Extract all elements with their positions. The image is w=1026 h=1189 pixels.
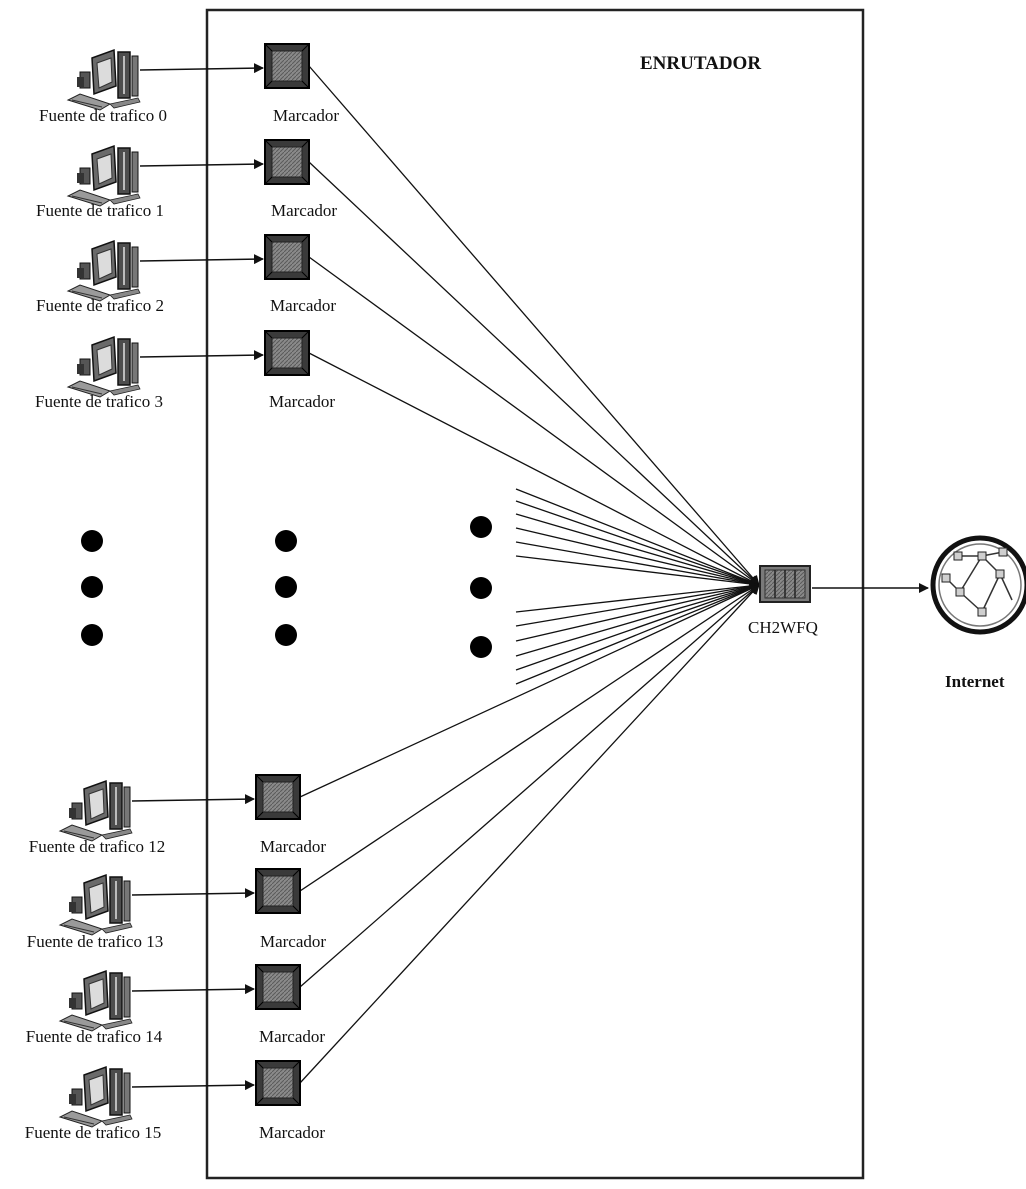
marker-label: Marcador [260,932,326,951]
source-label: Fuente de trafico 14 [26,1027,163,1046]
source-arrow [140,164,263,166]
marker-box-icon [265,44,309,88]
internet-node: Internet [933,538,1026,691]
source-arrow [140,68,263,70]
fan-line [516,585,759,670]
traffic-source-0: Fuente de trafico 0 Marcador [39,44,339,125]
traffic-source-5: Fuente de trafico 13 Marcador [27,869,327,951]
computer-icon [68,146,140,206]
marker-label: Marcador [269,392,335,411]
marker-box-icon [256,965,300,1009]
computer-icon [68,50,140,110]
internet-label: Internet [945,672,1005,691]
marker-box-icon [265,235,309,279]
marker-box-icon [256,775,300,819]
traffic-source-6: Fuente de trafico 14 Marcador [26,965,326,1046]
marker-label: Marcador [271,201,337,220]
fan-line [309,257,759,585]
source-label: Fuente de trafico 1 [36,201,164,220]
source-label: Fuente de trafico 13 [27,932,163,951]
source-arrow [132,893,254,895]
source-label: Fuente de trafico 3 [35,392,163,411]
fan-line [516,542,759,585]
traffic-source-7: Fuente de trafico 15 Marcador [25,1061,326,1142]
traffic-source-1: Fuente de trafico 1 Marcador [36,140,337,220]
computer-icon [60,971,132,1031]
network-globe-icon [933,538,1026,632]
marker-label: Marcador [273,106,339,125]
marker-box-icon [256,1061,300,1105]
source-arrow [132,989,254,991]
queue-icon [760,566,810,602]
traffic-source-4: Fuente de trafico 12 Marcador [29,775,327,856]
scheduler-node: CH2WFQ [748,566,818,637]
computer-icon [68,241,140,301]
ellipsis-dots [81,516,492,658]
marker-label: Marcador [260,837,326,856]
computer-icon [60,1067,132,1127]
computer-icon [68,337,140,397]
computer-icon [60,781,132,841]
source-label: Fuente de trafico 0 [39,106,167,125]
source-label: Fuente de trafico 15 [25,1123,161,1142]
fan-line [300,585,759,987]
source-label: Fuente de trafico 2 [36,296,164,315]
scheduler-label: CH2WFQ [748,618,818,637]
source-arrow [132,1085,254,1087]
fan-line [516,585,759,641]
ellipsis-dot [470,636,492,658]
traffic-source-2: Fuente de trafico 2 Marcador [36,235,336,315]
fan-line [516,585,759,612]
fan-lines [300,66,759,1083]
fan-line [300,585,759,797]
source-label: Fuente de trafico 12 [29,837,165,856]
fan-line [300,585,759,891]
ellipsis-dot [470,516,492,538]
ellipsis-dot [275,530,297,552]
ellipsis-dot [81,576,103,598]
ellipsis-dot [81,530,103,552]
computer-icon [60,875,132,935]
ellipsis-dot [275,624,297,646]
router-title: ENRUTADOR [640,53,761,74]
marker-box-icon [256,869,300,913]
ellipsis-dot [470,577,492,599]
fan-line [309,162,759,585]
ellipsis-dot [275,576,297,598]
source-arrow [140,259,263,261]
fan-line [309,353,759,585]
marker-label: Marcador [259,1027,325,1046]
fan-line [300,585,759,1083]
marker-label: Marcador [259,1123,325,1142]
ellipsis-dot [81,624,103,646]
marker-box-icon [265,140,309,184]
marker-label: Marcador [270,296,336,315]
source-arrow [140,355,263,357]
fan-line [516,585,759,684]
source-arrow [132,799,254,801]
traffic-source-3: Fuente de trafico 3 Marcador [35,331,335,411]
fan-line [516,514,759,585]
marker-box-icon [265,331,309,375]
